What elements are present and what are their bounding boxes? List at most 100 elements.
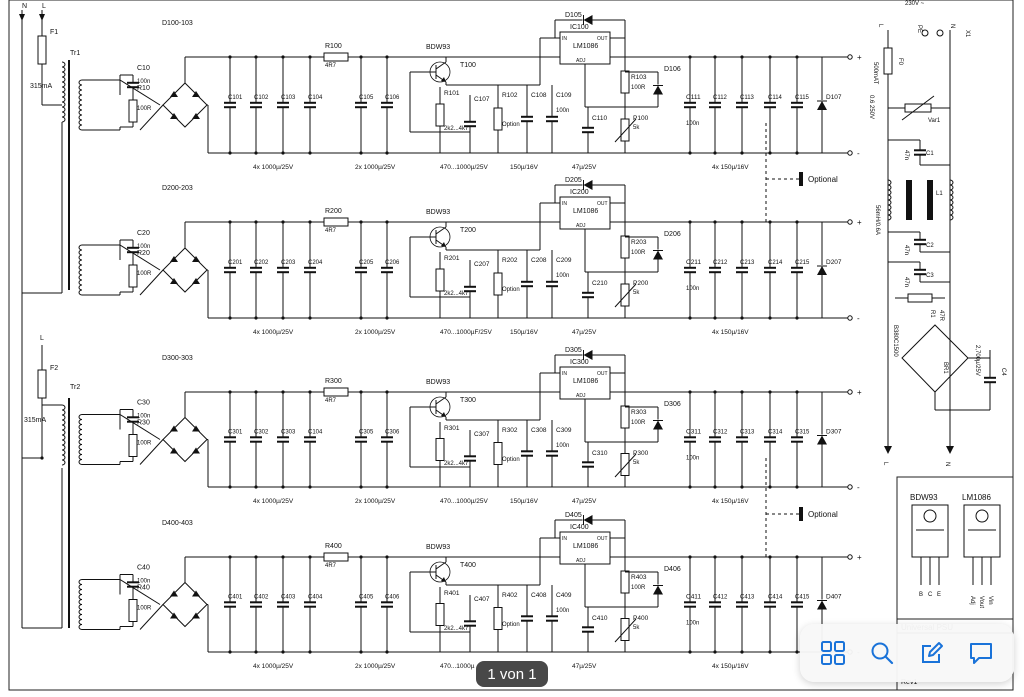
grid-icon[interactable] bbox=[813, 633, 853, 673]
capacitor-C315 bbox=[791, 436, 803, 439]
capacitor-C213 bbox=[736, 266, 748, 269]
capacitor-C409-plate bbox=[546, 619, 558, 622]
coil-turn bbox=[61, 419, 66, 426]
resistor-R1 bbox=[907, 293, 933, 303]
value-R100: 4R7 bbox=[325, 63, 337, 69]
coil-turn bbox=[78, 259, 83, 266]
label-BDW93: BDW93 bbox=[426, 209, 450, 216]
snubber-cap-C20-plate bbox=[127, 251, 139, 254]
bridge-rectifier-100 bbox=[162, 82, 208, 128]
label-R301: R301 bbox=[444, 425, 460, 432]
label-R401: R401 bbox=[444, 590, 460, 597]
snubber-cap-C30 bbox=[127, 416, 139, 419]
coil-turn bbox=[78, 279, 83, 286]
capacitor-C104-plate bbox=[304, 440, 316, 443]
coil-turn bbox=[61, 439, 66, 446]
edit-icon[interactable] bbox=[912, 633, 952, 673]
capacitor-C107-plate bbox=[464, 125, 476, 128]
junction-dot bbox=[795, 55, 799, 59]
rail-minus-label: - bbox=[857, 314, 860, 323]
label-C213: C213 bbox=[740, 260, 755, 266]
capacitor-C411 bbox=[684, 601, 696, 604]
pin-out-label: OUT bbox=[597, 536, 608, 542]
capacitor-C112-plate bbox=[709, 106, 721, 109]
potentiometer-P400 bbox=[620, 618, 630, 641]
junction-dot bbox=[740, 151, 744, 155]
choke-core-1 bbox=[906, 180, 912, 220]
junction-dot bbox=[385, 151, 389, 155]
coil-turn bbox=[78, 579, 83, 585]
capacitor-C403-plate bbox=[277, 605, 289, 608]
choke-L1-b bbox=[949, 179, 954, 221]
junction-dot bbox=[768, 55, 772, 59]
bridge-rectifier-300 bbox=[162, 416, 208, 463]
choke-L1-a bbox=[887, 179, 892, 221]
bridge-rectifier-200 bbox=[162, 247, 208, 293]
resistor-R403 bbox=[620, 570, 630, 594]
emitter-arrow bbox=[441, 77, 446, 82]
label-C108: C108 bbox=[531, 92, 547, 99]
capacitor-C307-plate bbox=[464, 459, 476, 462]
snubber-res-R40 bbox=[128, 599, 138, 622]
coil-turn bbox=[78, 274, 83, 281]
bridge-diode bbox=[192, 256, 200, 262]
bridge-diode bbox=[192, 590, 200, 597]
search-icon[interactable] bbox=[862, 633, 902, 673]
wire bbox=[119, 244, 161, 271]
capacitor-C414-plate bbox=[764, 605, 776, 608]
capacitor-C205-plate bbox=[355, 271, 367, 274]
capacitor-C114 bbox=[764, 101, 776, 104]
label-C206: C206 bbox=[385, 260, 400, 266]
value-L1: 56mH/0.6A bbox=[874, 205, 880, 235]
label-C208: C208 bbox=[531, 257, 547, 264]
label-BDW93: BDW93 bbox=[426, 544, 450, 551]
label-C214: C214 bbox=[768, 260, 783, 266]
label-C115: C115 bbox=[795, 95, 810, 101]
label-P300: P300 bbox=[633, 450, 649, 457]
junction-dot bbox=[385, 555, 389, 559]
capacitor-C215 bbox=[791, 266, 803, 269]
coil-turn bbox=[61, 111, 66, 118]
resistor-R401 bbox=[435, 603, 445, 626]
label-R100: R100 bbox=[325, 43, 342, 50]
junction-dot bbox=[795, 555, 799, 559]
junction-dot bbox=[688, 555, 692, 559]
capacitor-C303 bbox=[277, 436, 289, 439]
coil-turn bbox=[78, 454, 83, 460]
value-bank2-100: 2x 1000µ/25V bbox=[355, 164, 396, 171]
capacitor-C4 bbox=[984, 376, 996, 379]
value-C309: 100n bbox=[556, 443, 569, 449]
label-C202: C202 bbox=[254, 260, 269, 266]
value-C109: 100n bbox=[556, 108, 569, 114]
capacitor-C112 bbox=[709, 101, 721, 104]
value-P400: 5k bbox=[633, 625, 640, 631]
junction-dot bbox=[740, 316, 744, 320]
capacitor-C313-plate bbox=[736, 440, 748, 443]
coil-turn bbox=[61, 409, 66, 416]
label-optional: Optional bbox=[808, 175, 838, 184]
comment-icon[interactable] bbox=[961, 633, 1001, 673]
junction-dot bbox=[228, 485, 232, 489]
bridge-rectifier-400 bbox=[162, 581, 208, 628]
label-R303: R303 bbox=[631, 409, 647, 416]
diode-D405 bbox=[583, 515, 593, 525]
fuse-F1 bbox=[37, 35, 47, 65]
value-C107: 470...1000µ/25V bbox=[440, 164, 489, 171]
label-C303: C303 bbox=[281, 430, 296, 436]
value-bank1-100: 4x 1000µ/25V bbox=[253, 164, 294, 171]
label-C3: C3 bbox=[926, 273, 934, 279]
junction-dot bbox=[768, 555, 772, 559]
label-C20: C20 bbox=[137, 230, 150, 237]
label-R203: R203 bbox=[631, 239, 647, 246]
value-R30: 100R bbox=[137, 441, 152, 447]
capacitor-C415 bbox=[791, 601, 803, 604]
diode-D107 bbox=[817, 101, 827, 110]
label-IC100: IC100 bbox=[570, 24, 589, 31]
label-C402: C402 bbox=[254, 595, 269, 601]
junction-dot bbox=[795, 316, 799, 320]
capacitor-C314 bbox=[764, 436, 776, 439]
snubber-res-R20 bbox=[128, 264, 138, 288]
pin-out-label: OUT bbox=[597, 371, 608, 377]
coil-turn bbox=[78, 584, 83, 590]
